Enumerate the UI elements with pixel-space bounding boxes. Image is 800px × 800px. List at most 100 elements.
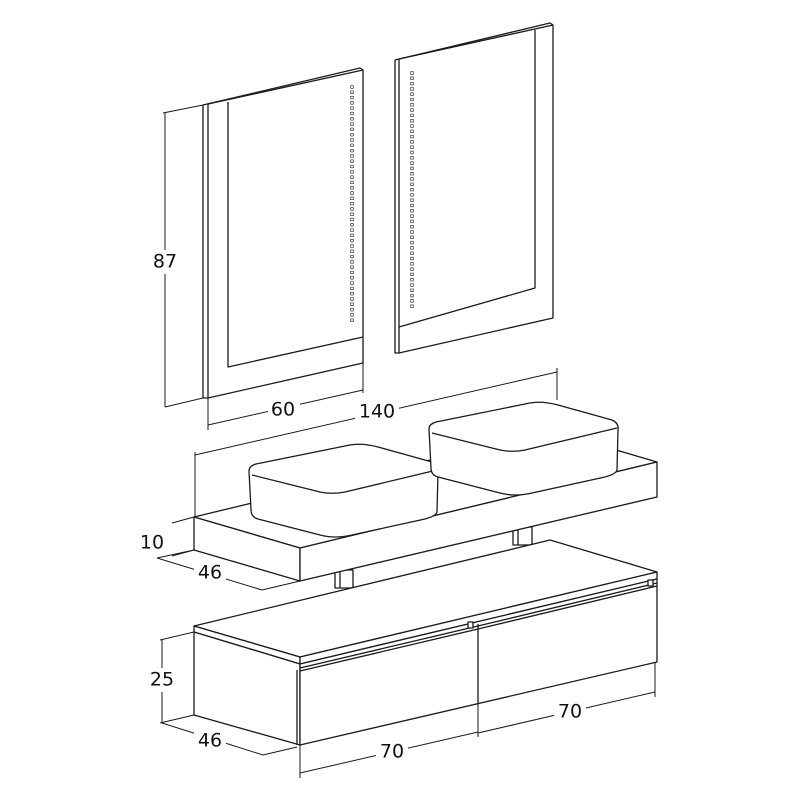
- led-dot: [350, 297, 354, 301]
- led-dot: [350, 244, 354, 248]
- led-dot: [410, 134, 414, 139]
- led-dot: [350, 239, 354, 243]
- led-dot: [350, 175, 354, 179]
- led-dot: [410, 235, 414, 239]
- led-dot: [410, 92, 414, 96]
- led-dot: [350, 186, 354, 190]
- led-dot: [350, 133, 354, 137]
- led-dot: [350, 201, 354, 206]
- led-dot: [350, 302, 354, 306]
- led-dot: [350, 217, 354, 222]
- basin-left: [248, 443, 439, 538]
- led-dot: [350, 292, 354, 296]
- led-dot: [350, 318, 354, 322]
- led-strip-left: [350, 85, 354, 322]
- led-dot: [350, 85, 354, 89]
- led-dot: [410, 209, 414, 213]
- led-dot: [350, 101, 354, 105]
- mirror-height-label: 87: [153, 251, 177, 273]
- dimension-top-width: 140: [194, 368, 558, 550]
- led-dot: [350, 164, 354, 169]
- led-dot: [410, 182, 414, 186]
- led-dot: [350, 138, 354, 142]
- led-dot: [410, 129, 414, 133]
- top-thickness-label: 10: [140, 532, 164, 554]
- led-dot: [350, 207, 354, 211]
- led-dot: [350, 223, 354, 227]
- led-dot: [410, 262, 414, 266]
- dimension-cabinet-depth: 46: [161, 722, 298, 756]
- led-dot: [410, 76, 414, 80]
- led-dot: [350, 276, 354, 280]
- led-dot: [350, 228, 354, 232]
- led-dot: [350, 111, 354, 116]
- led-dot: [350, 106, 354, 110]
- led-dot: [410, 140, 414, 144]
- basin-right: [428, 401, 619, 496]
- led-dot: [410, 119, 414, 123]
- dimension-mirror-width: 60: [207, 363, 364, 430]
- dimension-top-depth: 46: [156, 549, 301, 591]
- led-dot: [410, 225, 414, 229]
- led-dot: [410, 81, 414, 86]
- mirror-right: [394, 22, 554, 354]
- top-depth-label: 46: [198, 562, 222, 584]
- led-dot: [350, 170, 354, 174]
- led-dot: [410, 240, 414, 245]
- mirror-width-label: 60: [271, 399, 295, 421]
- led-dot: [350, 313, 354, 317]
- led-dot: [350, 212, 354, 216]
- drawer-left-width-label: 70: [380, 741, 404, 763]
- led-dot: [350, 270, 354, 275]
- led-dot: [350, 281, 354, 285]
- led-dot: [410, 219, 414, 224]
- led-dot: [410, 193, 414, 197]
- led-dot: [350, 127, 354, 132]
- led-dot: [350, 90, 354, 94]
- led-dot: [410, 113, 414, 118]
- led-dot: [410, 124, 414, 128]
- led-dot: [410, 150, 414, 155]
- dimension-drawer-right: 70: [477, 662, 656, 734]
- led-dot: [410, 214, 414, 218]
- led-dot: [410, 161, 414, 165]
- led-dot: [410, 304, 414, 308]
- led-dot: [350, 254, 354, 259]
- led-dot: [350, 249, 354, 253]
- led-dot: [410, 108, 414, 112]
- led-dot: [410, 246, 414, 250]
- led-dot: [410, 251, 414, 255]
- led-dot: [410, 283, 414, 287]
- led-dot: [410, 166, 414, 171]
- mirror-left: [202, 67, 364, 399]
- led-dot: [350, 307, 354, 312]
- led-strip-right: [410, 71, 414, 308]
- led-dot: [350, 148, 354, 153]
- cabinet-height-label: 25: [150, 669, 174, 691]
- led-dot: [410, 87, 414, 91]
- drawer-right-width-label: 70: [558, 701, 582, 723]
- dimension-top-thickness: 10: [140, 516, 195, 557]
- led-dot: [410, 272, 414, 277]
- led-dot: [350, 117, 354, 121]
- led-dot: [350, 159, 354, 163]
- led-dot: [350, 122, 354, 126]
- led-dot: [410, 293, 414, 298]
- support-legs: [334, 526, 533, 589]
- top-width-label: 140: [359, 401, 395, 423]
- led-dot: [410, 278, 414, 282]
- led-dot: [350, 180, 354, 185]
- led-dot: [410, 288, 414, 292]
- dimension-drawer-left: 70: [299, 703, 479, 778]
- led-dot: [350, 286, 354, 291]
- led-dot: [410, 97, 414, 102]
- led-dot: [410, 103, 414, 107]
- led-dot: [410, 198, 414, 202]
- led-dot: [410, 299, 414, 303]
- led-dot: [410, 230, 414, 234]
- led-dot: [410, 156, 414, 160]
- led-dot: [410, 145, 414, 149]
- led-dot: [410, 71, 414, 75]
- led-dot: [410, 267, 414, 271]
- led-dot: [410, 172, 414, 176]
